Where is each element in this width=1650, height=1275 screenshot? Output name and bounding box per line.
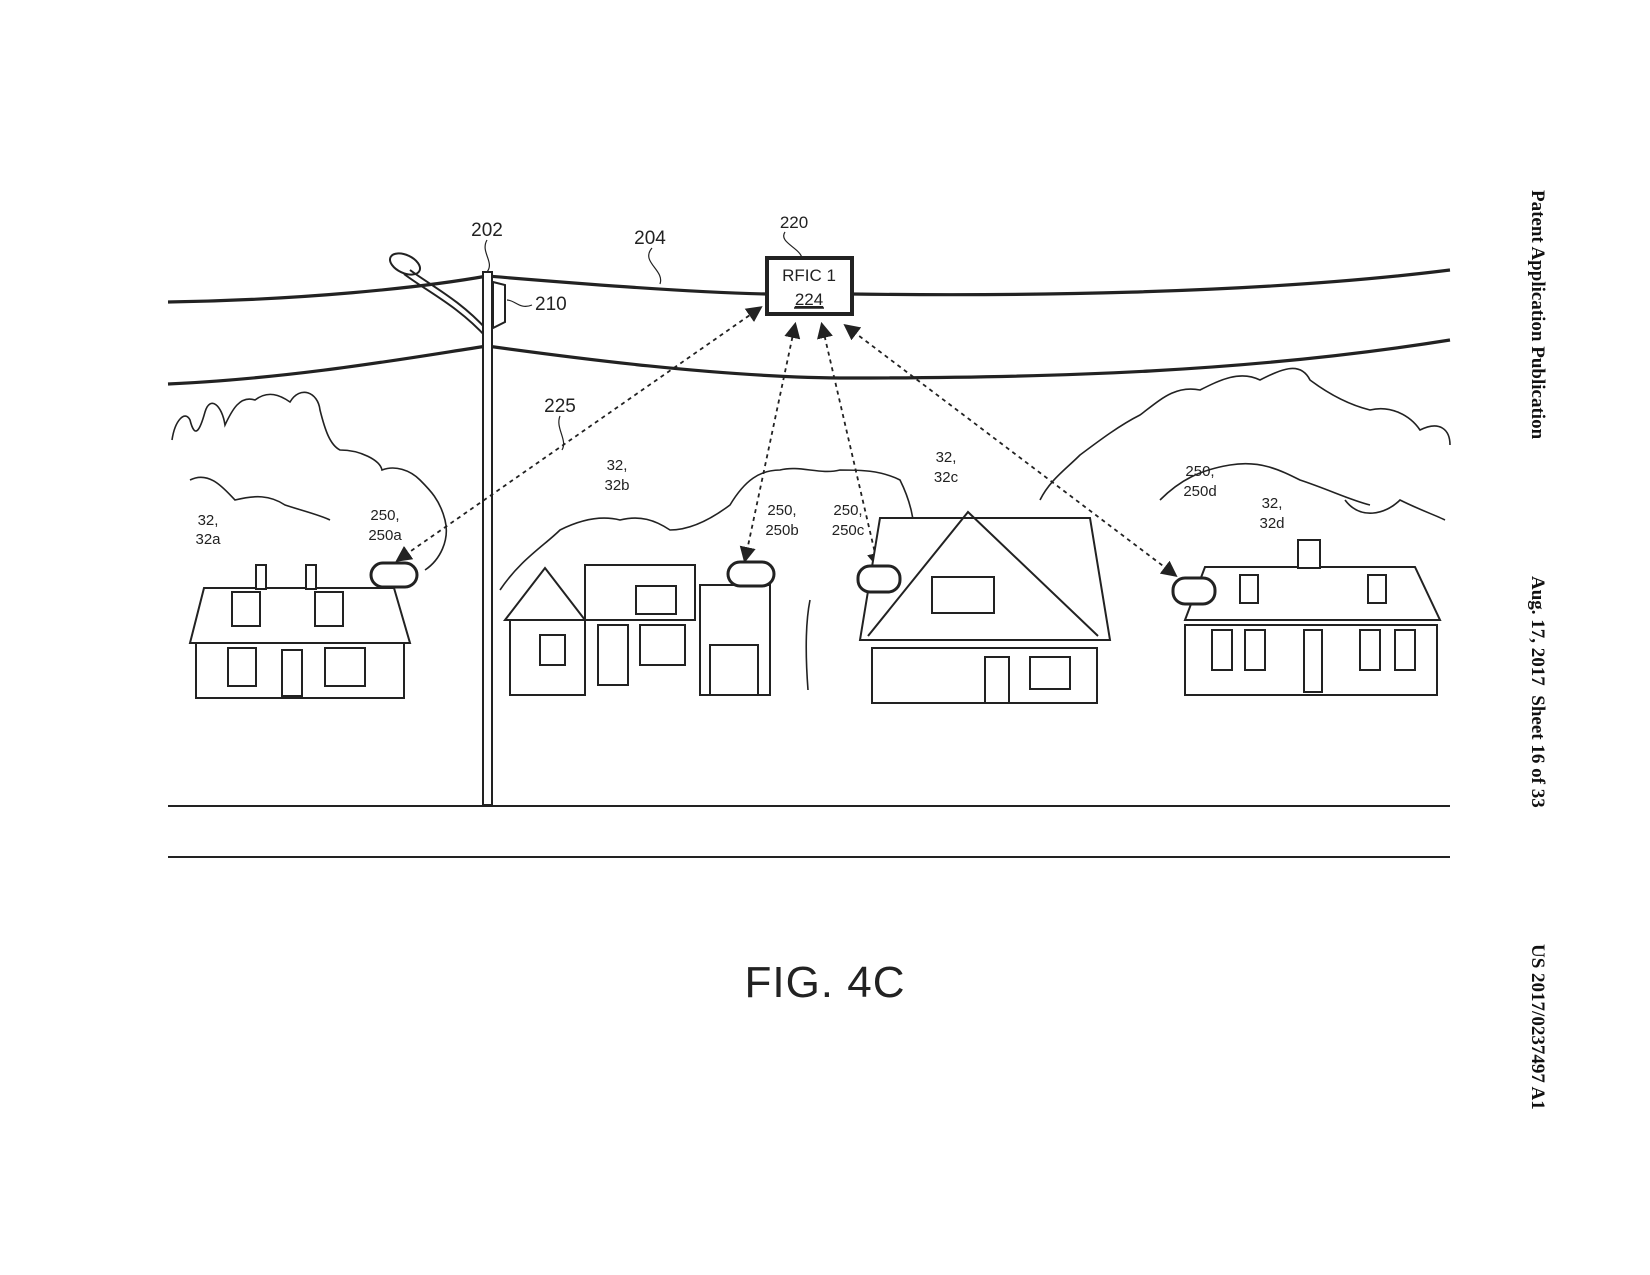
rfic-box: RFIC 1 224 [765, 256, 854, 316]
house-a [188, 564, 412, 699]
label-250b-1: 250, [767, 502, 796, 519]
label-250a-2: 250a [368, 527, 402, 544]
publication-date-sheet: Aug. 17, 2017 Sheet 16 of 33 [1508, 576, 1548, 808]
label-202: 202 [471, 220, 503, 241]
label-32b-1: 32, [607, 457, 628, 474]
publication-type: Patent Application Publication [1527, 190, 1548, 440]
street-lamp [389, 252, 488, 339]
rfic-number: 224 [795, 290, 823, 309]
label-32d-2: 32d [1259, 515, 1284, 532]
wireless-links [395, 306, 1178, 577]
publication-date: Aug. 17, 2017 [1527, 575, 1548, 686]
node-c [856, 564, 902, 594]
house-d [1183, 539, 1442, 696]
link-b [739, 321, 801, 564]
label-250a-1: 250, [370, 507, 399, 524]
label-250b-2: 250b [765, 522, 798, 539]
trees [171, 367, 1451, 691]
sheet-number: Sheet 16 of 33 [1527, 695, 1548, 808]
label-32c-2: 32c [934, 469, 959, 486]
node-b [726, 560, 776, 588]
lower-wire [167, 338, 1451, 386]
house-c [858, 510, 1112, 704]
node-a [369, 561, 419, 589]
link-a [395, 306, 763, 562]
publication-number: US 2017/0237497 A1 [1527, 944, 1548, 1110]
label-204: 204 [634, 228, 666, 249]
utility-pole [482, 271, 493, 806]
label-210: 210 [535, 294, 567, 315]
label-32c-1: 32, [936, 449, 957, 466]
pole-device [492, 280, 506, 330]
label-220: 220 [780, 213, 808, 232]
label-250c-1: 250, [833, 502, 862, 519]
page-header: Patent Application Publication Aug. 17, … [1508, 190, 1548, 1110]
road [168, 805, 1450, 858]
node-d [1171, 576, 1217, 606]
label-32a-1: 32, [198, 512, 219, 529]
label-225: 225 [544, 396, 576, 417]
label-32b-2: 32b [604, 477, 629, 494]
rfic-title: RFIC 1 [782, 266, 836, 285]
label-32d-1: 32, [1262, 495, 1283, 512]
label-250d-2: 250d [1183, 483, 1216, 500]
label-32a-2: 32a [195, 531, 221, 548]
reference-labels: 202 204 220 210 225 32, 32a 32, 32b 32, … [195, 213, 1284, 548]
leader-lines [484, 231, 803, 451]
nodes [369, 560, 1217, 606]
figure-label: FIG. 4C [744, 958, 906, 1007]
label-250c-2: 250c [832, 522, 865, 539]
label-250d-1: 250, [1185, 463, 1214, 480]
house-b [502, 564, 771, 696]
